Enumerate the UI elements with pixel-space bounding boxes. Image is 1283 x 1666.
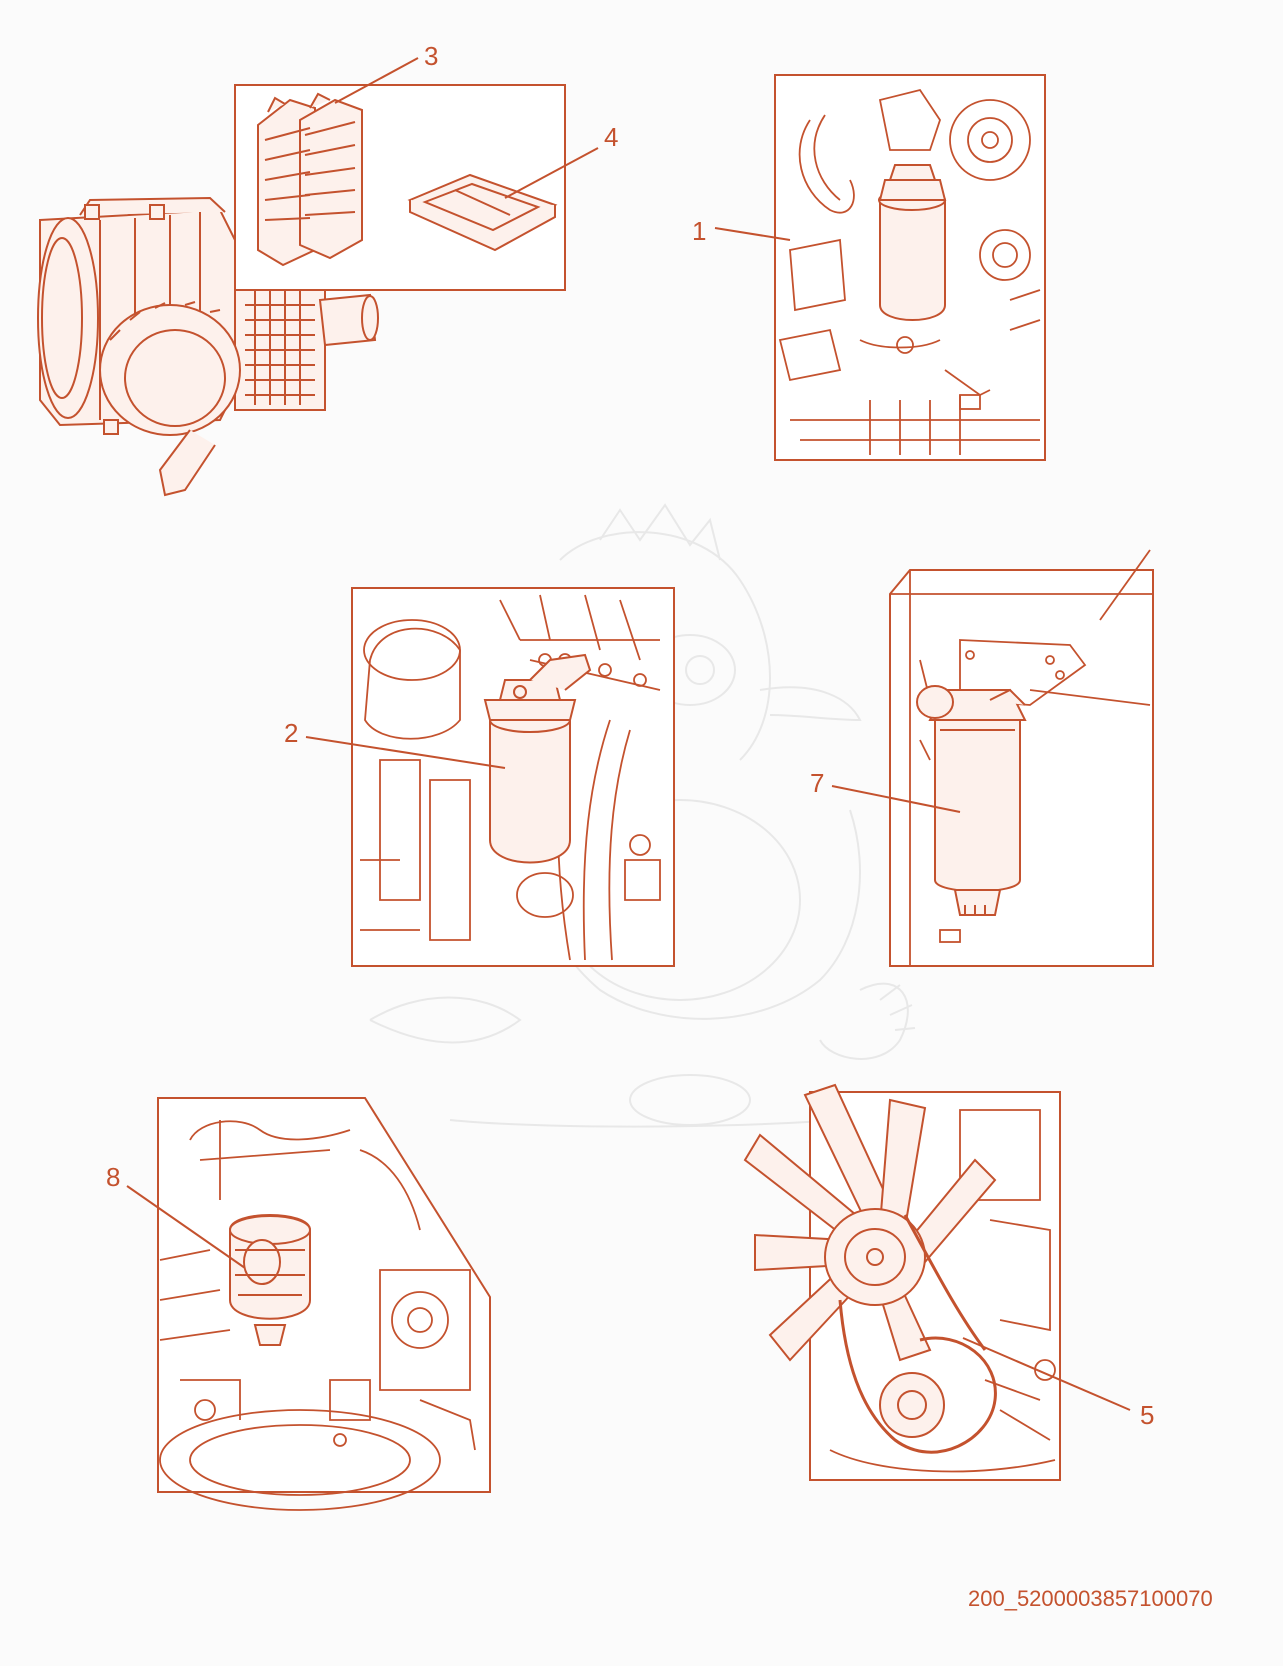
- panel-coolant-filter: 8: [106, 1097, 491, 1511]
- panel-fuel-filter: 2: [284, 587, 675, 967]
- fan-belt: [838, 1214, 997, 1454]
- cooling-fan: [743, 1083, 997, 1362]
- panel-engine-oil-filter: 1: [692, 74, 1046, 461]
- filter-elements-inset: 3 4: [234, 41, 618, 291]
- oil-filter-canister: [878, 164, 947, 321]
- fuel-separator-canister: [916, 685, 1027, 916]
- callout-2: 2: [284, 718, 298, 748]
- air-cleaner-assembly: [37, 196, 379, 497]
- callout-1: 1: [692, 216, 706, 246]
- leader-line-3: [334, 57, 419, 104]
- reference-code: 200_5200003857100070: [968, 1586, 1213, 1611]
- callout-7: 7: [810, 768, 824, 798]
- callout-3: 3: [424, 41, 438, 71]
- air-filter-element-pair: [257, 92, 363, 267]
- coolant-filter-canister: [229, 1214, 311, 1346]
- leader-line-7: [831, 785, 961, 813]
- cabin-filter-element: [407, 173, 558, 252]
- panel-fuel-water-separator: 7: [810, 549, 1154, 967]
- callout-4: 4: [604, 122, 618, 152]
- dragon-watermark: [369, 503, 941, 1128]
- panel-fan-belt: 5: [743, 1083, 1154, 1481]
- callout-8: 8: [106, 1162, 120, 1192]
- leader-line-8: [126, 1185, 246, 1269]
- leader-line-4: [504, 147, 599, 199]
- callout-5: 5: [1140, 1400, 1154, 1430]
- leader-line-2: [305, 736, 506, 769]
- fuel-filter-canister: [483, 653, 592, 864]
- leader-line-5: [962, 1337, 1131, 1411]
- leader-line-1: [714, 227, 791, 241]
